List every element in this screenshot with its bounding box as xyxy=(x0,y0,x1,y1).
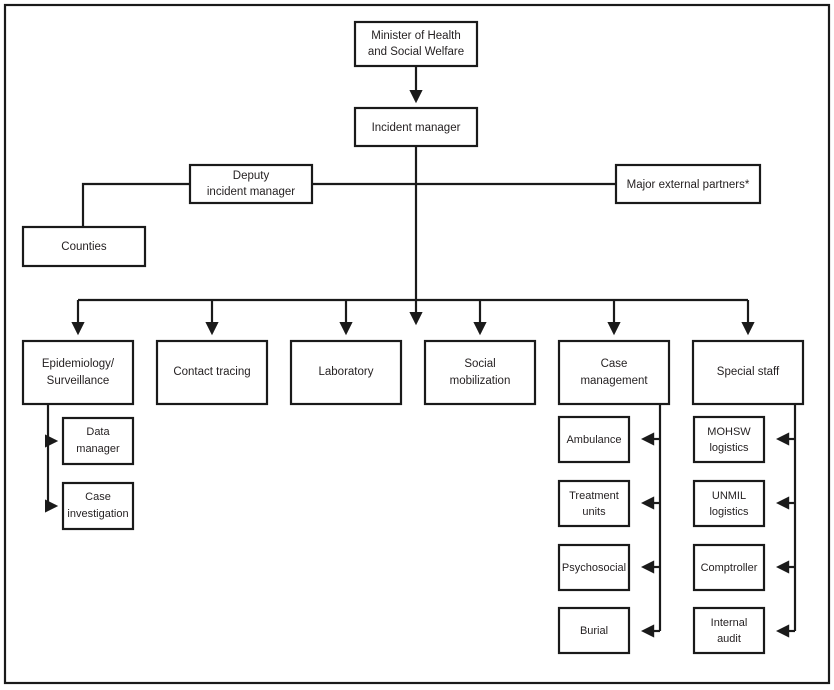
node-treatment-units-label-line2: units xyxy=(582,506,606,518)
node-major-external-partners[interactable]: Major external partners* xyxy=(614,163,762,205)
node-counties[interactable]: Counties xyxy=(21,225,147,268)
node-major-external-partners-label: Major external partners* xyxy=(627,179,750,191)
node-internal-audit-label-line1: Internal xyxy=(711,617,748,629)
node-treatment-units-label-line1: Treatment xyxy=(569,490,619,502)
node-laboratory[interactable]: Laboratory xyxy=(289,339,403,406)
node-internal-audit-label-line2: audit xyxy=(717,633,741,645)
node-mohsw-logistics-label-line1: MOHSW xyxy=(707,426,751,438)
node-case-investigation-label-line1: Case xyxy=(85,491,111,503)
node-internal-audit[interactable]: Internal audit xyxy=(692,606,766,655)
node-epidemiology-label-line2: Surveillance xyxy=(47,375,110,387)
node-unmil-logistics-label-line1: UNMIL xyxy=(712,490,746,502)
node-contact-tracing-label: Contact tracing xyxy=(173,366,250,378)
node-case-investigation-label-line2: investigation xyxy=(67,508,128,520)
node-special-staff[interactable]: Special staff xyxy=(691,339,805,406)
figure-border xyxy=(3,3,831,685)
node-minister[interactable]: Minister of Health and Social Welfare xyxy=(353,20,479,68)
node-unmil-logistics[interactable]: UNMIL logistics xyxy=(692,479,766,528)
node-epidemiology-surveillance[interactable]: Epidemiology/ Surveillance xyxy=(21,339,135,406)
node-special-staff-label: Special staff xyxy=(717,366,780,378)
node-social-mobilization-label-line1: Social xyxy=(464,358,495,370)
node-data-manager-label-line2: manager xyxy=(76,443,120,455)
node-comptroller-label: Comptroller xyxy=(701,562,758,574)
node-social-mobilization[interactable]: Social mobilization xyxy=(423,339,537,406)
node-minister-label-line1: Minister of Health xyxy=(371,30,460,42)
node-ambulance[interactable]: Ambulance xyxy=(557,415,631,464)
node-burial[interactable]: Burial xyxy=(557,606,631,655)
node-data-manager[interactable]: Data manager xyxy=(61,416,135,466)
node-burial-label: Burial xyxy=(580,625,608,637)
connector-deputy-to-counties xyxy=(81,182,190,227)
node-incident-manager[interactable]: Incident manager xyxy=(353,106,479,148)
node-ambulance-label: Ambulance xyxy=(566,434,621,446)
node-deputy-label-line1: Deputy xyxy=(233,170,270,182)
node-incident-manager-label: Incident manager xyxy=(372,122,461,134)
node-comptroller[interactable]: Comptroller xyxy=(692,543,766,592)
node-contact-tracing[interactable]: Contact tracing xyxy=(155,339,269,406)
node-epidemiology-label-line1: Epidemiology/ xyxy=(42,358,115,370)
node-laboratory-label: Laboratory xyxy=(319,366,374,378)
node-case-management-label-line2: management xyxy=(580,375,648,387)
node-unmil-logistics-label-line2: logistics xyxy=(709,506,749,518)
node-deputy-label-line2: incident manager xyxy=(207,186,295,198)
node-mohsw-logistics[interactable]: MOHSW logistics xyxy=(692,415,766,464)
node-counties-label: Counties xyxy=(61,241,107,253)
node-minister-label-line2: and Social Welfare xyxy=(368,46,464,58)
node-case-investigation[interactable]: Case investigation xyxy=(61,481,135,531)
node-case-management-label-line1: Case xyxy=(601,358,628,370)
node-treatment-units[interactable]: Treatment units xyxy=(557,479,631,528)
node-deputy-incident-manager[interactable]: Deputy incident manager xyxy=(188,163,314,205)
node-social-mobilization-label-line2: mobilization xyxy=(450,375,511,387)
node-data-manager-label-line1: Data xyxy=(86,426,110,438)
node-psychosocial-label: Psychosocial xyxy=(562,562,626,574)
node-psychosocial[interactable]: Psychosocial xyxy=(557,543,631,592)
node-case-management[interactable]: Case management xyxy=(557,339,671,406)
node-mohsw-logistics-label-line2: logistics xyxy=(709,442,749,454)
